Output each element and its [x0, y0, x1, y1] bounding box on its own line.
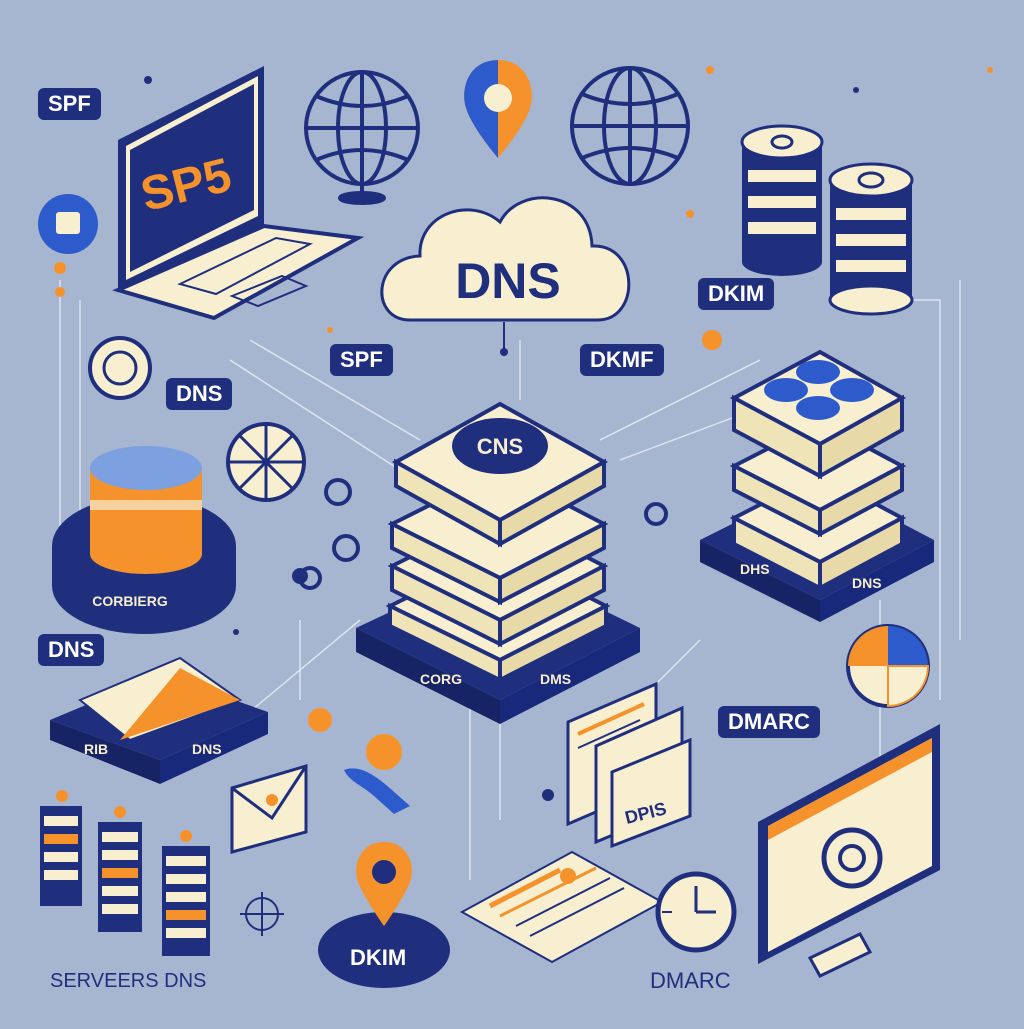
mail-base-right-text: DNS	[192, 741, 222, 757]
server-columns	[40, 790, 210, 956]
decorative-dots	[54, 66, 993, 801]
location-pin-icon	[464, 60, 532, 158]
ring-icons	[298, 478, 668, 590]
globe-icon	[304, 70, 420, 205]
monitor	[758, 724, 940, 978]
database-stack-1	[740, 124, 824, 276]
label-dkim-top-right: DKIM	[698, 278, 775, 311]
label-servers-dns: SERVEERS DNS	[50, 970, 207, 992]
cloud-label: DNS	[455, 253, 561, 309]
database-stack-2	[828, 162, 914, 316]
left-platform-text: CORBIERG	[92, 593, 168, 609]
envelope-icon	[230, 763, 308, 854]
compass-icon	[226, 422, 306, 502]
center-server-tower	[356, 401, 640, 724]
clock-icon	[655, 871, 737, 953]
label-dkmf-mid: DKMF	[580, 344, 664, 377]
document-stack	[566, 681, 692, 849]
crosshair-icon	[240, 892, 284, 936]
connector-lines	[59, 280, 961, 880]
label-dmarc-mid-right: DMARC	[718, 706, 820, 739]
label-dns-left: DNS	[166, 378, 233, 411]
laptop	[112, 66, 365, 321]
wrench-icon	[344, 734, 410, 814]
app-icon	[38, 194, 98, 254]
label-dkim-bottom: DKIM	[350, 945, 407, 970]
right-base-left-text: DHS	[740, 561, 770, 577]
right-base-right-text: DNS	[852, 575, 882, 591]
database-platform-left	[52, 446, 236, 634]
pie-chart-icon	[846, 624, 930, 708]
mail-base-left-text: RIB	[84, 741, 108, 757]
report-sheet	[459, 850, 665, 964]
cloud-icon	[380, 196, 631, 322]
right-server-tower	[700, 349, 934, 622]
center-server-badge-text: CNS	[477, 434, 523, 459]
center-base-right-text: DMS	[540, 671, 571, 687]
globe-icon-2	[570, 66, 690, 186]
dkim-pin-disc	[318, 842, 450, 988]
label-spf-top-left: SPF	[38, 88, 101, 121]
label-dmarc-bottom: DMARC	[650, 968, 731, 993]
envelope-platform	[50, 656, 268, 784]
center-base-left-text: CORG	[420, 671, 462, 687]
at-sign-icon	[88, 336, 152, 400]
label-dns-lower-left: DNS	[38, 634, 105, 667]
label-spf-mid: SPF	[330, 344, 393, 377]
